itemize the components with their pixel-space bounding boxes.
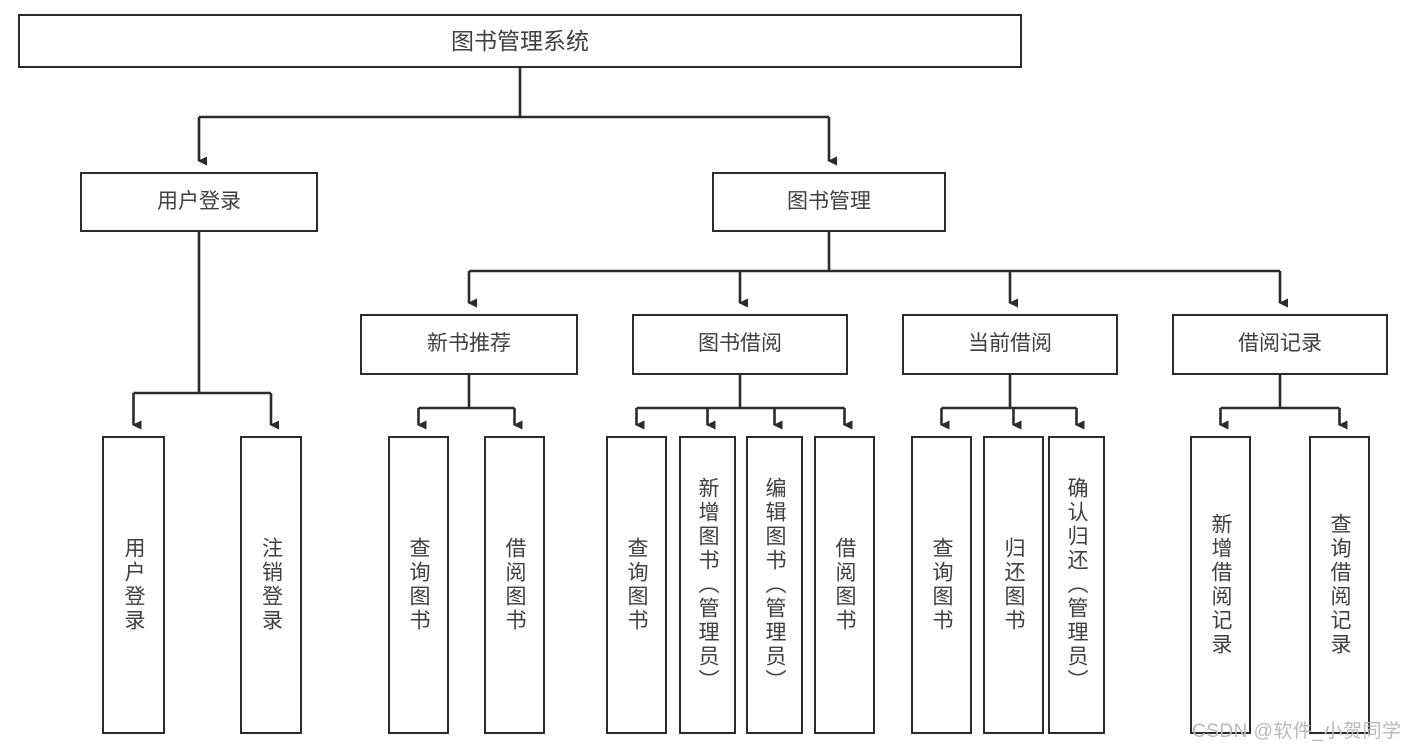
node-label: 查询图书 (930, 537, 953, 633)
node-leaf-0[interactable]: 用户登录 (102, 436, 165, 734)
node-label: 用户登录 (122, 537, 145, 633)
node-root-system[interactable]: 图书管理系统 (18, 14, 1022, 68)
node-label: 注销登录 (259, 537, 283, 633)
node-level3-1[interactable]: 图书借阅 (632, 314, 848, 375)
connector-group (132, 68, 1348, 430)
node-leaf-3[interactable]: 借阅图书 (484, 436, 545, 734)
node-level2-0[interactable]: 用户登录 (80, 172, 318, 232)
node-label: 图书管理 (787, 189, 871, 213)
node-level3-2[interactable]: 当前借阅 (902, 314, 1118, 375)
node-label: 当前借阅 (968, 332, 1052, 356)
node-leaf-1[interactable]: 注销登录 (240, 436, 302, 734)
node-label: 新增借阅记录 (1209, 513, 1232, 657)
node-leaf-11[interactable]: 新增借阅记录 (1190, 436, 1251, 734)
node-label: 新书推荐 (427, 332, 511, 356)
node-label: 编辑图书（管理员） (763, 477, 786, 693)
node-label: 图书借阅 (698, 332, 782, 356)
node-label: 借阅图书 (833, 537, 856, 633)
node-level2-1[interactable]: 图书管理 (712, 172, 946, 232)
node-leaf-2[interactable]: 查询图书 (388, 436, 449, 734)
node-leaf-5[interactable]: 新增图书（管理员） (679, 436, 736, 734)
node-label: 确认归还（管理员） (1065, 477, 1088, 693)
node-label: 新增图书（管理员） (696, 477, 719, 693)
node-level3-3[interactable]: 借阅记录 (1172, 314, 1388, 375)
node-level3-0[interactable]: 新书推荐 (360, 314, 578, 375)
node-label: 查询借阅记录 (1328, 513, 1351, 657)
node-leaf-9[interactable]: 归还图书 (983, 436, 1044, 734)
node-label: 图书管理系统 (451, 27, 589, 54)
node-leaf-6[interactable]: 编辑图书（管理员） (746, 436, 803, 734)
node-leaf-12[interactable]: 查询借阅记录 (1309, 436, 1370, 734)
node-label: 借阅图书 (503, 537, 526, 633)
node-label: 归还图书 (1002, 537, 1025, 633)
node-label: 用户登录 (157, 189, 241, 213)
node-leaf-4[interactable]: 查询图书 (606, 436, 667, 734)
node-label: 借阅记录 (1238, 332, 1322, 356)
node-leaf-10[interactable]: 确认归还（管理员） (1048, 436, 1105, 734)
node-leaf-8[interactable]: 查询图书 (911, 436, 972, 734)
node-label: 查询图书 (407, 537, 430, 633)
node-leaf-7[interactable]: 借阅图书 (814, 436, 875, 734)
node-label: 查询图书 (625, 537, 648, 633)
